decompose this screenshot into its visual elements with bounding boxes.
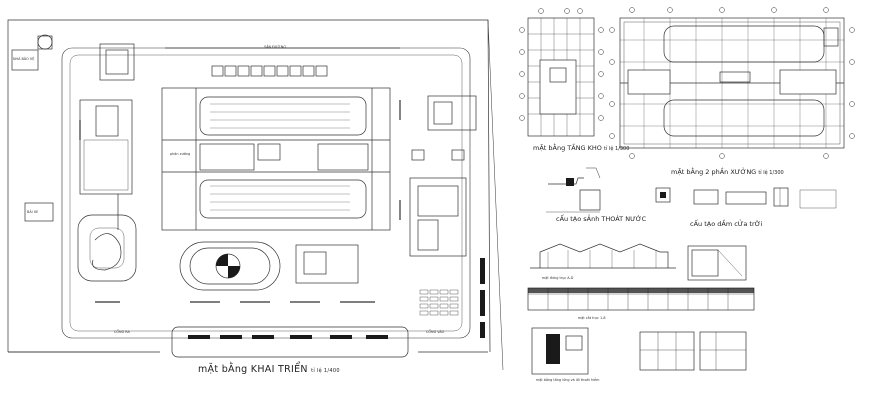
section-plan-title: mặt bằng tầng lửng và lối thoát hiểm bbox=[536, 378, 600, 382]
small-building-top bbox=[99, 43, 135, 81]
factory-plan-scale: tỉ lệ 1/300 bbox=[758, 170, 784, 176]
office-block bbox=[427, 95, 477, 131]
warehouse-plan-scale: tỉ lệ 1/300 bbox=[604, 146, 630, 152]
entrance-right-label: CỔNG VÀO bbox=[426, 330, 445, 334]
elevation-a bbox=[530, 243, 676, 269]
factory-plan-title: mẶt bẰng 2 phẦn XƯỞNG tỉ lệ 1/300 bbox=[671, 168, 784, 176]
test-track bbox=[77, 214, 137, 282]
site-boundary bbox=[7, 19, 491, 353]
courtyard-label: SÂN ĐƯỜNG bbox=[264, 45, 286, 49]
warehouse-plan-title-text: mẶt bẰng TẦNG KHO bbox=[533, 144, 602, 152]
main-site-plan bbox=[7, 19, 504, 371]
site-ring-road bbox=[61, 47, 471, 339]
warehouse-plan bbox=[519, 8, 604, 137]
warehouse-plan-title: mẶt bẰng TẦNG KHO tỉ lệ 1/300 bbox=[533, 144, 629, 152]
central-roundabout bbox=[179, 241, 281, 291]
entrance-left-label: CỔNG RA bbox=[114, 330, 130, 334]
small-plan-right bbox=[687, 245, 747, 281]
beam-detail-title: cẤu tẠo dẦm cỬa trỜi bbox=[690, 220, 763, 228]
right-building bbox=[409, 177, 467, 257]
guard-house-text: NHÀ BẢO VỆ bbox=[13, 57, 35, 61]
elevation-b bbox=[527, 287, 755, 311]
left-workshop bbox=[79, 99, 133, 195]
drain-detail bbox=[546, 167, 601, 213]
drain-detail-title: cẤu tẠo sẢnh THOÁT NƯỚC bbox=[556, 215, 647, 223]
canteen bbox=[295, 244, 359, 284]
central-building bbox=[161, 87, 391, 231]
main-plan-title-text: mẶt bẰng KHAI TRIỂN bbox=[198, 364, 308, 375]
production-label: phân xưởng bbox=[170, 152, 191, 156]
main-plan-title: mẶt bẰng KHAI TRIỂN tỉ lệ 1/400 bbox=[198, 364, 340, 375]
factory-plan bbox=[609, 7, 855, 159]
beam-detail bbox=[655, 187, 837, 209]
bottom-parking bbox=[419, 289, 459, 316]
factory-plan-title-text: mẶt bẰng 2 phẦn XƯỞNG bbox=[671, 168, 757, 176]
parking-label: BÃI XE bbox=[27, 210, 39, 214]
elevation-b-title: mặt cắt trục 1-8 bbox=[578, 316, 606, 320]
elevation-a-title: mặt đứng trục A-D bbox=[542, 276, 574, 280]
lower-plans bbox=[531, 327, 747, 375]
parking-bays bbox=[211, 65, 328, 77]
bottom-road bbox=[171, 326, 409, 358]
lane-markings bbox=[79, 100, 401, 303]
main-plan-scale: tỉ lệ 1/400 bbox=[311, 368, 340, 374]
